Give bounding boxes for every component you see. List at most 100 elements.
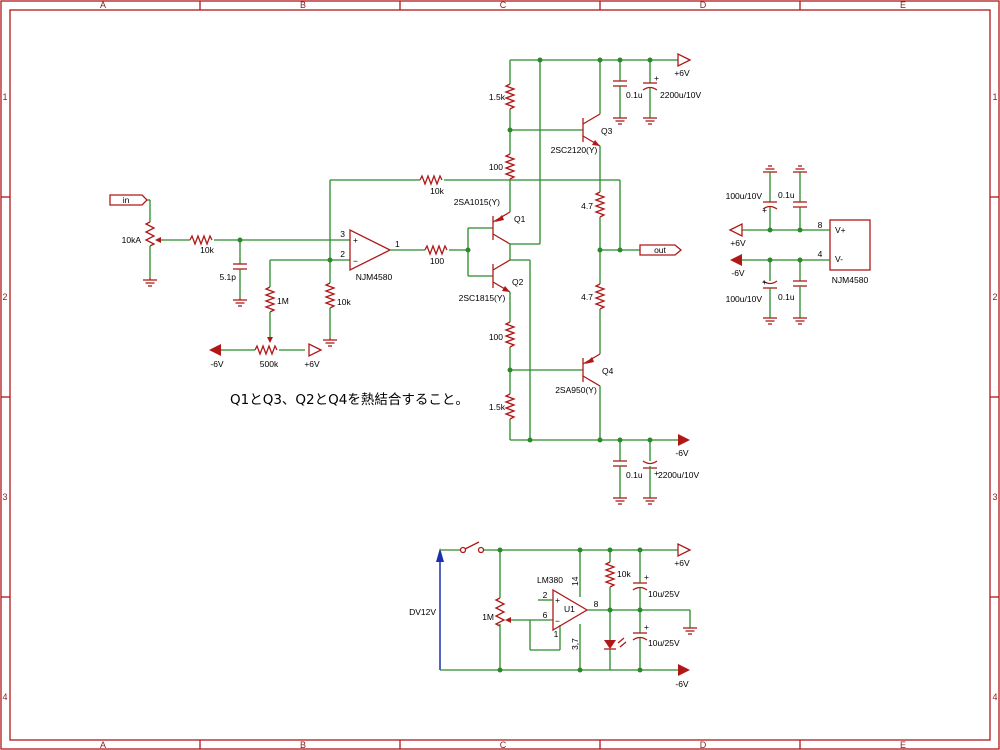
svg-text:+: +: [644, 572, 649, 582]
row-4-left: 4: [2, 692, 7, 702]
lm380-amp: [552, 588, 589, 632]
pwr-cap-100u-bottom-label: 100u/10V: [726, 294, 763, 304]
col-b-top: B: [300, 0, 306, 10]
col-c-top: C: [500, 0, 507, 10]
ground-symbol: [763, 317, 777, 325]
opamp-njm4580: [349, 228, 392, 272]
row-1-left: 1: [2, 92, 7, 102]
gain-resistor: [324, 282, 336, 309]
svg-text:+: +: [555, 595, 560, 605]
row-2-right: 2: [992, 292, 997, 302]
opamp-power-section: V+ V- NJM4580 8 4 +6V -6V + 100u/10V 0.1…: [726, 165, 871, 325]
power-pin-4: 4: [818, 249, 823, 259]
psu-neg6-label: -6V: [675, 679, 689, 689]
vplus-arrow-label: +6V: [730, 238, 746, 248]
col-e-top: E: [900, 0, 906, 10]
input-resistor-label: 10k: [200, 245, 214, 255]
row-3-left: 3: [2, 492, 7, 502]
neg-supply-label: -6V: [210, 359, 224, 369]
ground-symbol: [613, 497, 627, 505]
bias-resistor-top-100: [504, 153, 516, 180]
q3-part-label: 2SC2120(Y): [551, 145, 598, 155]
opamp-label: NJM4580: [356, 272, 393, 282]
col-d-top: D: [700, 0, 707, 10]
svg-text:+: +: [654, 73, 659, 83]
psu-cap-bottom-label: 10u/25V: [648, 638, 680, 648]
input-cap-label: 5.1p: [219, 272, 236, 282]
bias-resistor-bottom-100-label: 100: [489, 332, 503, 342]
lm380-pin37: 3,7: [570, 638, 580, 650]
pos-supply-arrow: [308, 342, 323, 358]
q1-part-label: 2SA1015(Y): [454, 197, 500, 207]
power-led: [604, 640, 616, 649]
ground-symbol: [793, 317, 807, 325]
bias-resistor-bottom-label: 1.5k: [489, 402, 506, 412]
ground-symbol: [323, 338, 337, 347]
emitter-resistor-bottom: [594, 283, 606, 310]
opamp-pin3: 3: [340, 229, 345, 239]
output-port-label: out: [654, 245, 666, 255]
bias-resistor-top: [504, 83, 516, 110]
cap-0.1u-top-label: 0.1u: [626, 90, 643, 100]
svg-text:−: −: [555, 616, 560, 626]
psu-pos6-label: +6V: [674, 558, 690, 568]
gain-resistor-label: 10k: [337, 297, 351, 307]
psu-pos6-arrow: [677, 542, 692, 558]
offset-resistor-label: 1M: [277, 296, 289, 306]
transistor-q4: [582, 353, 601, 387]
row-3-right: 3: [992, 492, 997, 502]
svg-text:+: +: [353, 235, 358, 245]
offset-trim-pot: [254, 344, 278, 356]
neg-supply-arrow: [209, 344, 221, 356]
ground-symbol: [233, 298, 247, 307]
bias-resistor-top-label: 1.5k: [489, 92, 506, 102]
ground-symbol: [643, 497, 657, 505]
vminus-arrow-label: -6V: [731, 268, 745, 278]
vminus-pin-label: V-: [835, 254, 843, 264]
volume-pot-label: 10kA: [122, 235, 142, 245]
pos6-rail-label: +6V: [674, 68, 690, 78]
svg-text:−: −: [353, 256, 358, 266]
feedback-resistor-label: 10k: [430, 186, 444, 196]
q1-label: Q1: [514, 214, 526, 224]
col-b-bottom: B: [300, 740, 306, 750]
q4-part-label: 2SA950(Y): [555, 385, 597, 395]
psu-section: DV12V +6V -6V 1M + − U1 LM380 2 6 1 14: [409, 541, 697, 689]
emitter-resistor-top: [594, 191, 606, 218]
led-resistor: [604, 561, 616, 588]
lm380-label: LM380: [537, 575, 563, 585]
ground-symbol: [613, 117, 627, 125]
volume-pot: [144, 221, 156, 247]
q4-label: Q4: [602, 366, 614, 376]
transistor-q1: [492, 211, 511, 245]
njm4580-power-block: [829, 219, 871, 271]
pwr-cap-0.1u-top-label: 0.1u: [778, 190, 795, 200]
emitter-resistor-top-label: 4.7: [581, 201, 593, 211]
input-stage: in 10kA 10k 5.1p 1M 500k: [109, 174, 621, 369]
output-series-label: 100: [430, 256, 444, 266]
bias-resistor-bottom: [504, 393, 516, 420]
col-e-bottom: E: [900, 740, 906, 750]
pwr-cap-100u-top-label: 100u/10V: [726, 191, 763, 201]
opamp-pin2: 2: [340, 249, 345, 259]
u1-label: U1: [564, 604, 575, 614]
lm380-pin2: 2: [543, 590, 548, 600]
dv12v-label: DV12V: [409, 607, 436, 617]
feedback-resistor: [419, 174, 443, 186]
svg-text:+: +: [644, 622, 649, 632]
col-c-bottom: C: [500, 740, 507, 750]
transistor-q3: [582, 113, 601, 147]
bias-resistor-top-100-label: 100: [489, 162, 503, 172]
input-port: [109, 194, 148, 206]
input-resistor: [189, 234, 213, 246]
lm380-pin8: 8: [594, 599, 599, 609]
vplus-arrow: [728, 222, 743, 238]
row-2-left: 2: [2, 292, 7, 302]
col-a-top: A: [100, 0, 106, 10]
vplus-pin-label: V+: [835, 225, 846, 235]
row-4-right: 4: [992, 692, 997, 702]
input-port-label: in: [123, 195, 130, 205]
output-port: [639, 244, 683, 256]
